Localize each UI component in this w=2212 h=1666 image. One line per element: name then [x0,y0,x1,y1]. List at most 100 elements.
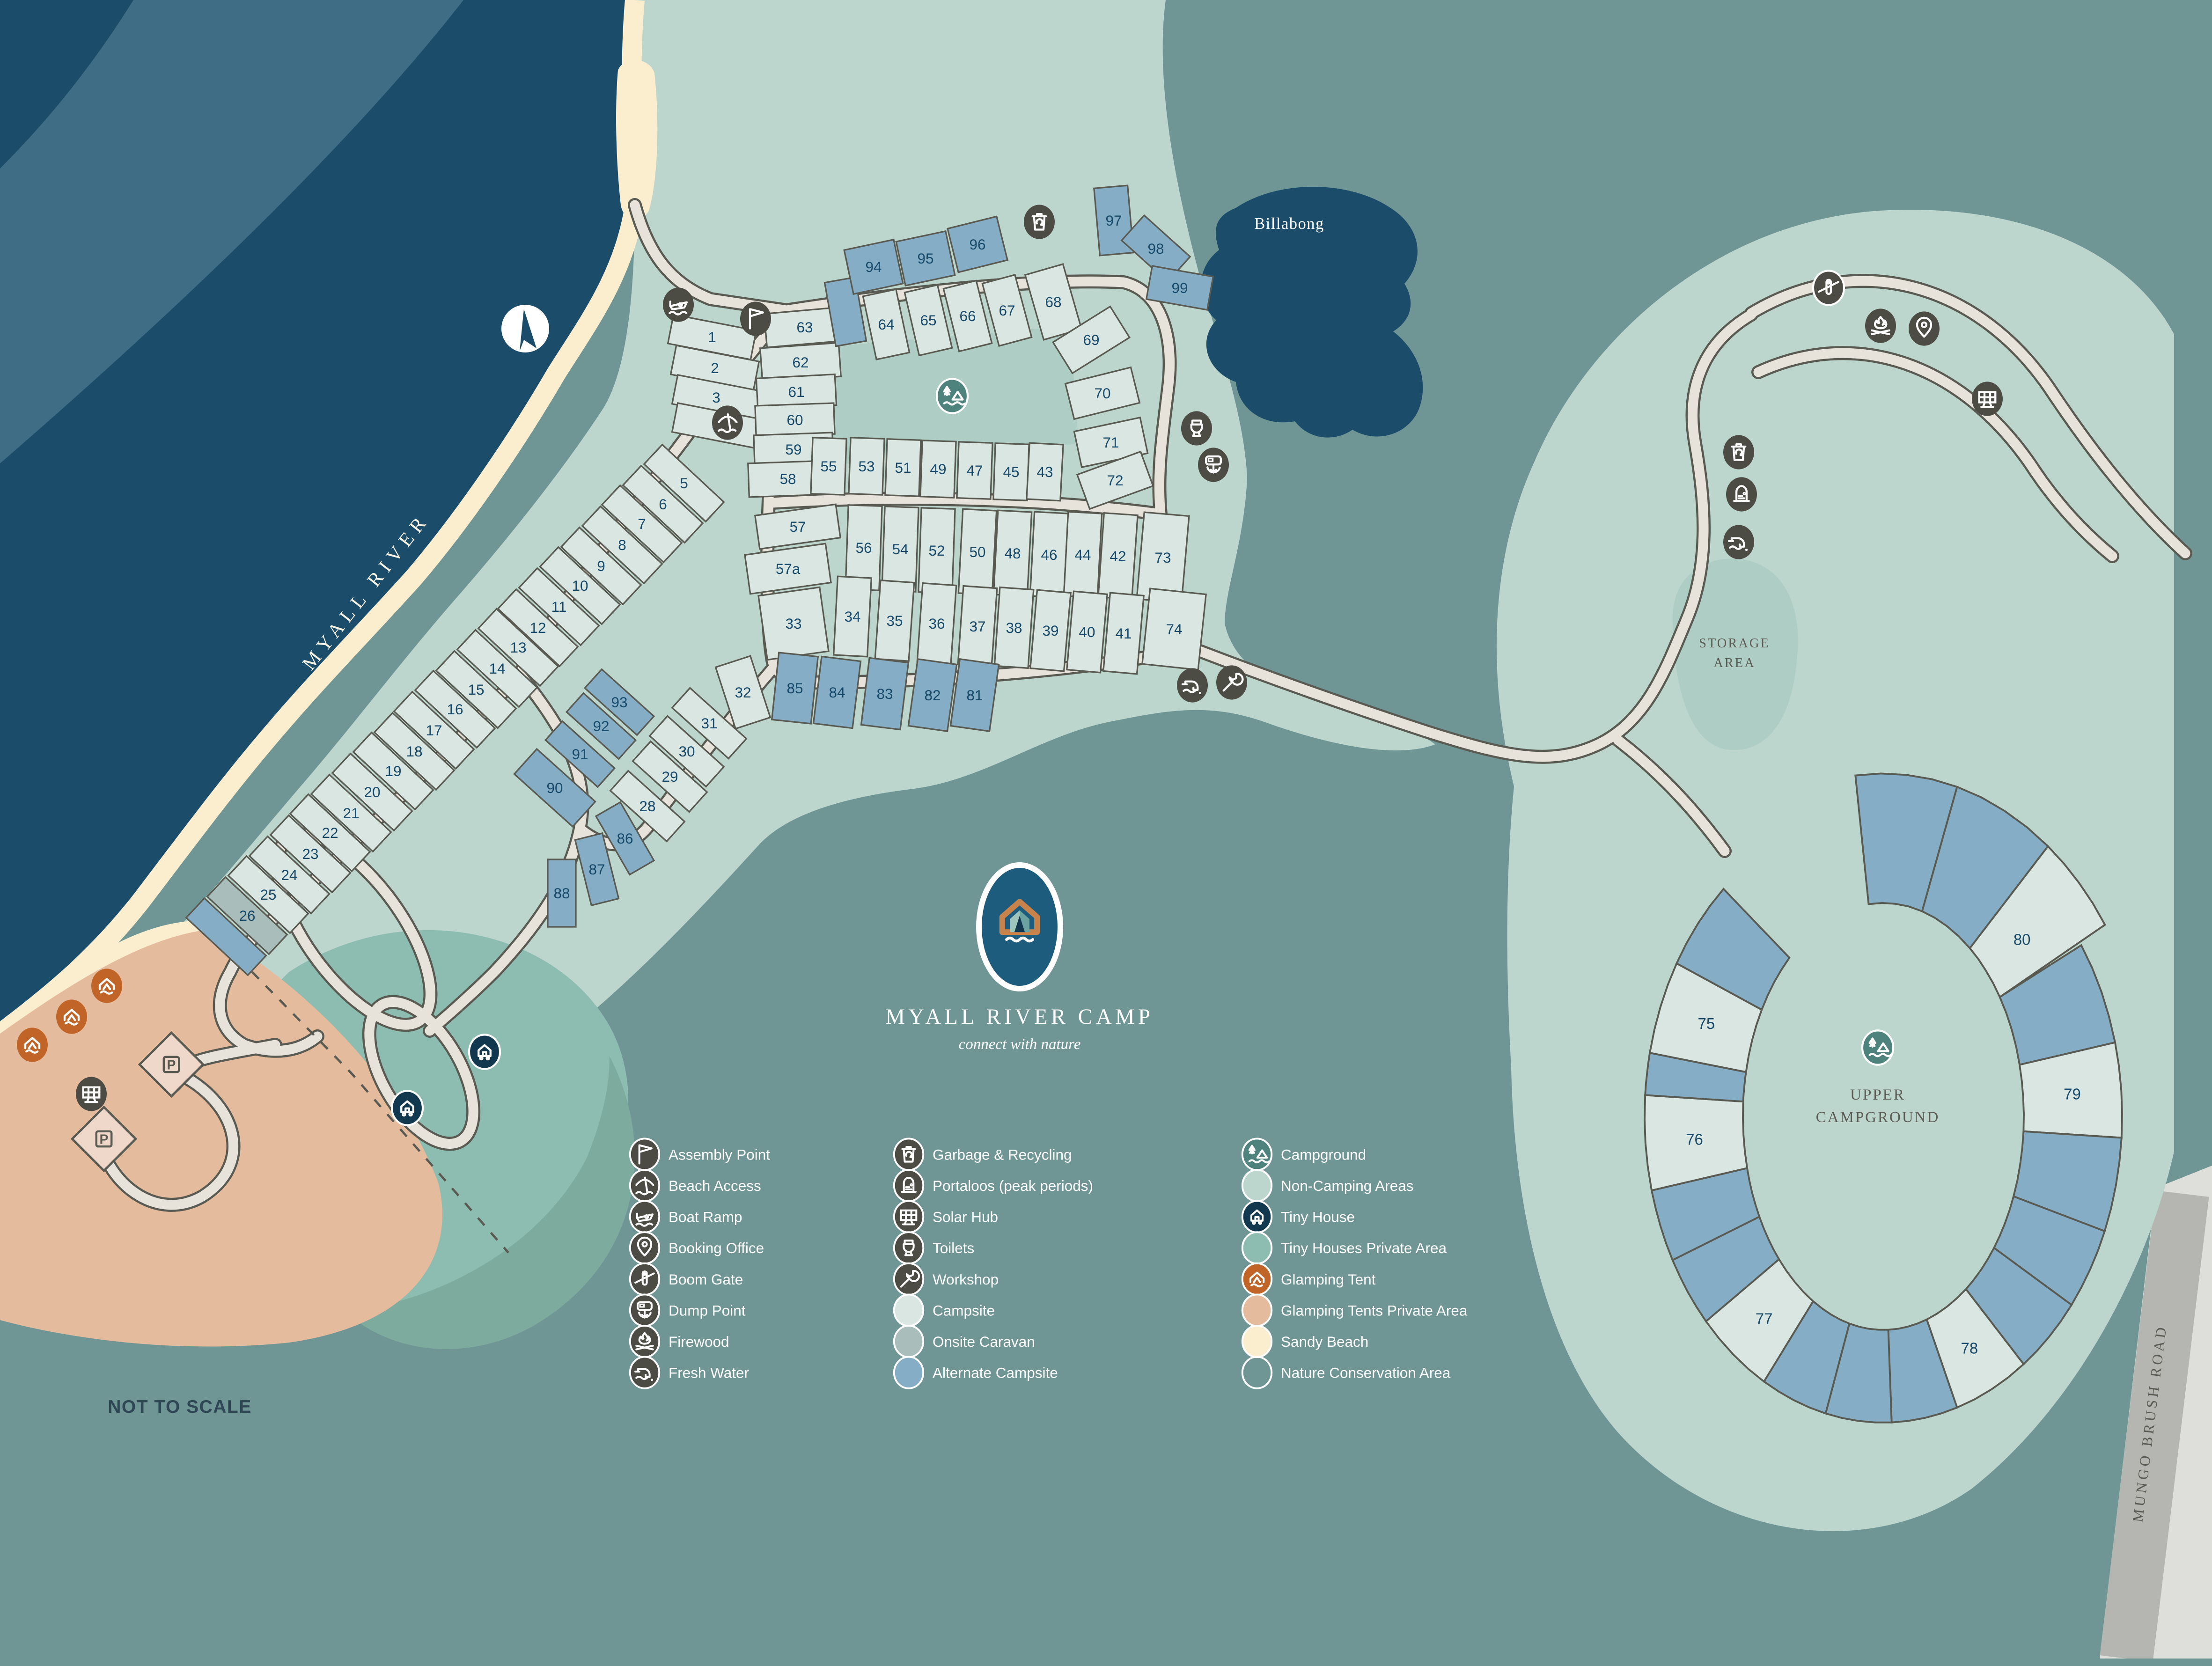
site-number: 33 [785,615,801,632]
site-14[interactable]: 14 [456,629,538,708]
site-35[interactable]: 35 [874,579,915,662]
site-50[interactable]: 50 [957,508,998,596]
site-34[interactable]: 34 [832,575,873,658]
site-25[interactable]: 25 [227,855,309,934]
site-12[interactable]: 12 [497,588,579,668]
site-53[interactable]: 53 [848,437,885,496]
site-32[interactable]: 32 [714,655,772,730]
site-41[interactable]: 41 [1102,592,1145,675]
site-18[interactable]: 18 [373,712,456,791]
site-37[interactable]: 37 [957,585,998,668]
site-42[interactable]: 42 [1097,512,1139,601]
site-74[interactable]: 74 [1141,587,1207,671]
site-46[interactable]: 46 [1029,511,1069,599]
site-52[interactable]: 52 [918,507,956,594]
site-93[interactable]: 93 [583,668,655,736]
site-68[interactable]: 68 [1024,263,1083,341]
site-6[interactable]: 6 [622,464,704,544]
site-lot-shape [547,859,577,928]
site-51[interactable]: 51 [884,438,922,497]
site-56[interactable]: 56 [845,504,883,591]
site-47[interactable]: 47 [956,441,993,500]
site-24[interactable]: 24 [248,835,331,915]
site-45[interactable]: 45 [992,442,1030,501]
site-5[interactable]: 5 [643,443,725,523]
site-1[interactable]: 1 [667,313,757,361]
workshop-icon [1216,665,1247,700]
site-30[interactable]: 30 [648,715,725,788]
site-85[interactable]: 85 [771,652,819,725]
site-lot[interactable] [185,897,267,976]
site-91[interactable]: 91 [544,720,616,788]
firewood-glyph [1871,316,1890,336]
site-44[interactable]: 44 [1063,511,1103,599]
site-81[interactable]: 81 [949,658,1000,733]
site-36[interactable]: 36 [916,582,957,665]
site-83[interactable]: 83 [860,657,910,731]
site-72[interactable]: 72 [1076,450,1154,510]
site-13[interactable]: 13 [477,608,559,687]
site-98[interactable]: 98 [1120,214,1191,283]
site-28[interactable]: 28 [609,770,686,843]
site-84[interactable]: 84 [812,655,862,729]
site-67[interactable]: 67 [981,274,1033,347]
site-7[interactable]: 7 [601,484,683,564]
site-94[interactable]: 94 [843,238,904,295]
site-57a[interactable]: 57a [744,543,832,595]
site-73[interactable]: 73 [1136,511,1190,604]
glamping-tent-icon [56,999,88,1034]
legend-swatch-alternate [893,1356,925,1389]
site-16[interactable]: 16 [414,669,496,749]
site-lot[interactable] [823,276,867,347]
site-38[interactable]: 38 [993,586,1035,669]
site-66[interactable]: 66 [942,279,993,352]
site-76[interactable]: 76 [1644,1094,1749,1192]
site-29[interactable]: 29 [632,740,708,813]
site-88[interactable]: 88 [547,859,577,928]
site-65[interactable]: 65 [904,284,953,357]
site-23[interactable]: 23 [269,814,352,894]
site-70[interactable]: 70 [1064,366,1141,420]
site-55[interactable]: 55 [810,437,847,496]
garbage-icon [1024,205,1055,239]
site-10[interactable]: 10 [539,546,621,625]
site-9[interactable]: 9 [560,526,642,606]
portaloo-icon-circle [1726,477,1757,512]
site-33[interactable]: 33 [757,586,830,661]
site-19[interactable]: 19 [352,731,434,811]
site-31[interactable]: 31 [671,687,748,760]
site-64[interactable]: 64 [862,288,911,360]
site-15[interactable]: 15 [435,650,517,729]
site-48[interactable]: 48 [992,509,1033,597]
legend-item-beach-access: Beach Access [629,1169,761,1203]
site-96[interactable]: 96 [946,215,1009,273]
site-39[interactable]: 39 [1029,589,1072,672]
site-21[interactable]: 21 [310,773,392,853]
site-26[interactable]: 26 [206,876,288,955]
site-43[interactable]: 43 [1026,442,1064,502]
site-92[interactable]: 92 [565,692,637,760]
site-95[interactable]: 95 [895,230,956,287]
site-40[interactable]: 40 [1066,590,1108,674]
site-20[interactable]: 20 [331,752,413,832]
site-57[interactable]: 57 [754,503,842,550]
site-86[interactable]: 86 [595,801,655,876]
site-17[interactable]: 17 [393,690,475,770]
site-69[interactable]: 69 [1052,305,1131,374]
firewood-icon [1865,308,1896,343]
site-49[interactable]: 49 [919,440,957,499]
site-82[interactable]: 82 [907,658,958,733]
site-63[interactable]: 63 [763,306,846,348]
site-99[interactable]: 99 [1145,265,1214,311]
site-60[interactable]: 60 [754,402,836,438]
site-54[interactable]: 54 [881,506,919,593]
site-90[interactable]: 90 [513,748,596,828]
site-lot-shape [919,440,957,499]
site-number: 85 [786,680,803,697]
site-11[interactable]: 11 [518,567,600,646]
site-22[interactable]: 22 [289,793,371,873]
site-58[interactable]: 58 [747,460,829,498]
site-87[interactable]: 87 [574,832,620,907]
legend-label: Glamping Tent [1281,1271,1376,1288]
site-8[interactable]: 8 [581,505,663,585]
